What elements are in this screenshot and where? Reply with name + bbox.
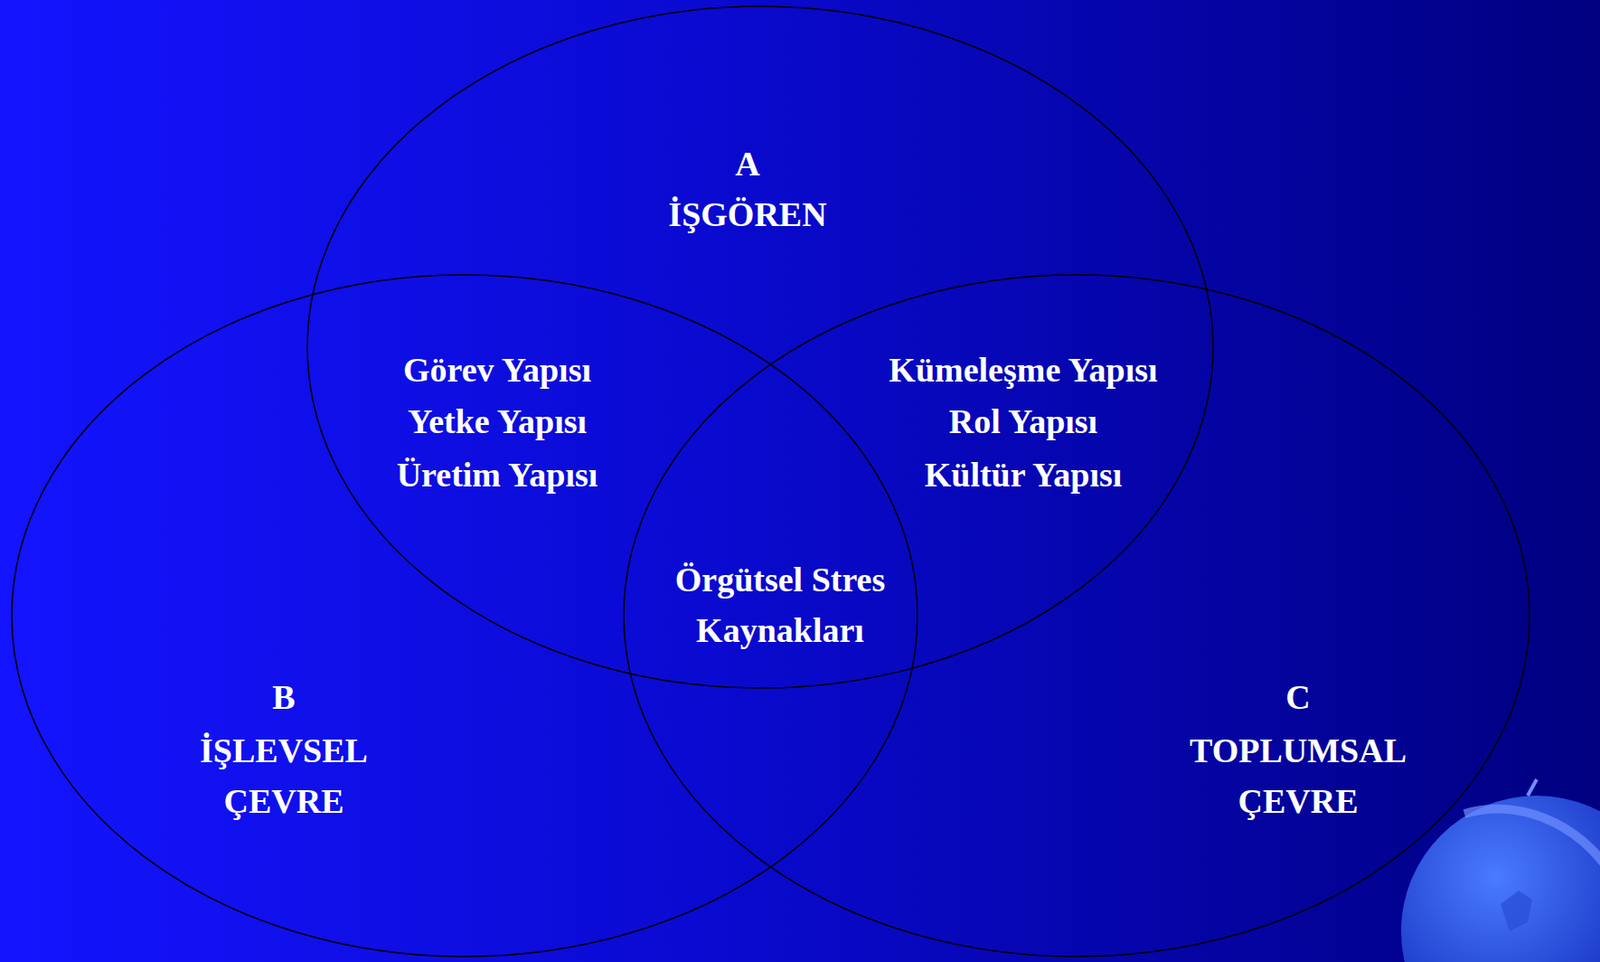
circle-letter: C <box>1285 671 1310 723</box>
circle-title: TOPLUMSAL ÇEVRE <box>1162 724 1434 827</box>
circle-letter: B <box>272 671 295 723</box>
circle-letter: A <box>734 138 760 189</box>
circle-title: İŞGÖREN <box>668 188 827 240</box>
globe <box>1401 795 1600 962</box>
overlap-label: Yetke Yapısı <box>407 395 587 447</box>
ellipse-shape <box>623 274 1530 957</box>
globe-tick <box>1527 779 1537 796</box>
center-label: Örgütsel Stres Kaynakları <box>630 554 930 656</box>
overlap-label: Görev Yapısı <box>403 344 592 396</box>
overlap-label: Kümeleşme Yapısı <box>888 344 1158 396</box>
globe-land <box>1500 890 1533 932</box>
overlap-label: Üretim Yapısı <box>396 449 599 500</box>
ellipse-shape <box>307 6 1214 688</box>
overlap-label: Kültür Yapısı <box>924 449 1123 500</box>
overlap-label: Rol Yapısı <box>949 395 1098 447</box>
globe-arc <box>1464 809 1600 886</box>
circle-title: İŞLEVSEL ÇEVRE <box>152 724 415 827</box>
